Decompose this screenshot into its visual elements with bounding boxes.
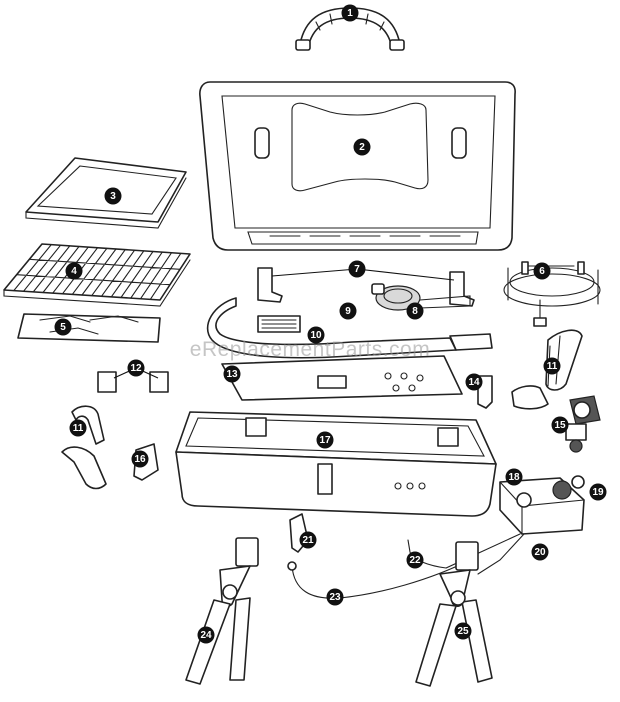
regulator-housing [499, 475, 585, 535]
callout-badge [326, 588, 344, 606]
callout-number: 19 [592, 487, 604, 498]
callout-number: 14 [468, 377, 480, 388]
callout-badge [353, 138, 371, 156]
igniter-assembly [371, 283, 471, 311]
callout-1: 1 [341, 4, 359, 22]
burner-tube [206, 297, 493, 359]
callout-11: 11 [543, 357, 561, 375]
control-panel [221, 355, 463, 401]
callout-4: 4 [65, 262, 83, 280]
callout-badge [406, 302, 424, 320]
lid-handle [295, 7, 405, 51]
callout-badge [339, 302, 357, 320]
callout-number: 11 [73, 423, 84, 434]
callout-17: 17 [316, 431, 334, 449]
side-handle-right [511, 329, 583, 410]
callout-13: 13 [223, 365, 241, 383]
callout-number: 9 [345, 306, 351, 317]
callout-badge [197, 626, 215, 644]
callout-badge [533, 262, 551, 280]
callout-12: 12 [127, 359, 145, 377]
callout-number: 22 [409, 555, 421, 566]
callout-badge [127, 359, 145, 377]
callout-18: 18 [505, 468, 523, 486]
gas-hose [287, 559, 471, 599]
callout-number: 23 [329, 592, 341, 603]
callout-number: 24 [200, 630, 212, 641]
callout-number: 6 [539, 266, 545, 277]
support-stand [503, 261, 601, 327]
callout-number: 7 [354, 264, 360, 275]
callout-number: 25 [457, 626, 469, 637]
callout-number: 5 [60, 322, 66, 333]
callout-number: 11 [547, 361, 558, 372]
callout-2: 2 [353, 138, 371, 156]
callout-number: 15 [554, 420, 566, 431]
callout-badge [299, 531, 317, 549]
gas-valve [565, 395, 601, 453]
callout-11: 11 [69, 419, 87, 437]
callout-19: 19 [589, 483, 607, 501]
leg-left [185, 537, 259, 685]
callout-number: 8 [412, 306, 418, 317]
side-handle-left [61, 405, 107, 490]
callout-number: 10 [310, 330, 322, 341]
warming-tray [25, 157, 187, 229]
callout-number: 16 [134, 454, 146, 465]
callout-badge [104, 187, 122, 205]
callout-badge [341, 4, 359, 22]
callout-badge [131, 450, 149, 468]
callout-number: 21 [302, 535, 314, 546]
callout-23: 23 [326, 588, 344, 606]
callout-number: 3 [110, 191, 116, 202]
firebox [175, 411, 497, 517]
callout-badge [316, 431, 334, 449]
callout-badge [465, 373, 483, 391]
callout-number: 12 [130, 363, 142, 374]
callout-9: 9 [339, 302, 357, 320]
callout-badge [65, 262, 83, 280]
callout-number: 20 [534, 547, 546, 558]
callout-badge [307, 326, 325, 344]
callout-10: 10 [307, 326, 325, 344]
callout-number: 18 [508, 472, 520, 483]
callout-3: 3 [104, 187, 122, 205]
hinge-clips [97, 367, 169, 393]
callout-16: 16 [131, 450, 149, 468]
callout-22: 22 [406, 551, 424, 569]
callout-number: 1 [347, 8, 353, 19]
callout-number: 4 [71, 266, 77, 277]
callout-5: 5 [54, 318, 72, 336]
callout-badge [589, 483, 607, 501]
callout-24: 24 [197, 626, 215, 644]
callout-number: 2 [359, 142, 365, 153]
callout-badge [223, 365, 241, 383]
callout-badge [531, 543, 549, 561]
callout-6: 6 [533, 262, 551, 280]
callout-15: 15 [551, 416, 569, 434]
heat-tent [17, 313, 161, 343]
callout-14: 14 [465, 373, 483, 391]
callout-7: 7 [348, 260, 366, 278]
grill-lid [199, 81, 516, 251]
callout-8: 8 [406, 302, 424, 320]
callout-badge [543, 357, 561, 375]
callout-badge [505, 468, 523, 486]
callout-badge [54, 318, 72, 336]
leg-right [415, 533, 525, 687]
callout-badge [454, 622, 472, 640]
callout-number: 13 [226, 369, 238, 380]
callout-20: 20 [531, 543, 549, 561]
burner-brackets [257, 267, 475, 307]
callout-21: 21 [299, 531, 317, 549]
callout-number: 17 [319, 435, 331, 446]
callout-badge [551, 416, 569, 434]
callout-badge [406, 551, 424, 569]
callout-badge [69, 419, 87, 437]
callout-badge [348, 260, 366, 278]
callout-25: 25 [454, 622, 472, 640]
cooking-grate [3, 243, 191, 307]
